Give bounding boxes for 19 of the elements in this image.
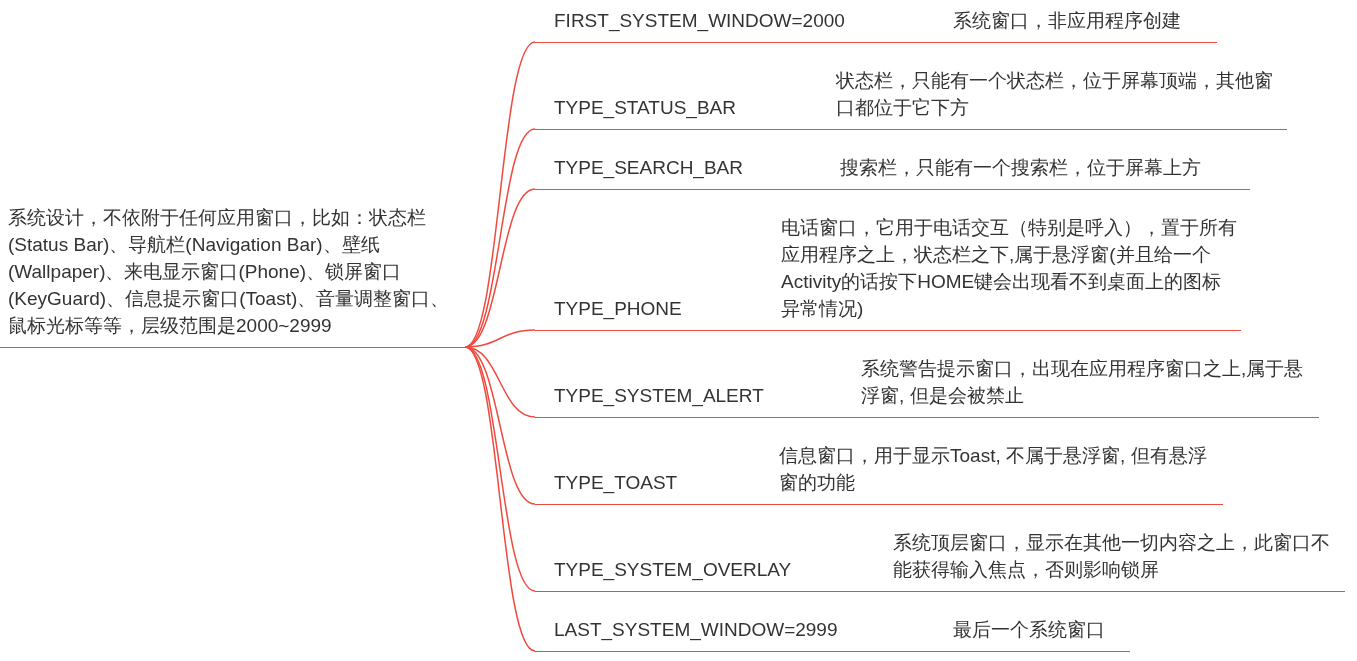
window-type-name: TYPE_SYSTEM_OVERLAY	[553, 558, 793, 583]
description-text: 搜索栏，只能有一个搜索栏，位于屏幕上方	[840, 156, 1202, 180]
description-text: 系统窗口，非应用程序创建	[953, 9, 1182, 33]
description-text: 系统顶层窗口，显示在其他一切内容之上，此窗口不能获得输入焦点，否则影响锁屏	[893, 531, 1331, 582]
description-text: 电话窗口，它用于电话交互（特别是呼入），置于所有应用程序之上，状态栏之下,属于悬浮窗(并且给一个Activity的话按下HOME键会出现看不到桌面上的图标异常情况)	[781, 216, 1238, 321]
description-text: 系统警告提示窗口，出现在应用程序窗口之上,属于悬浮窗, 但是会被禁止	[861, 357, 1305, 408]
window-type-name: TYPE_SEARCH_BAR	[553, 156, 744, 181]
window-type-name: FIRST_SYSTEM_WINDOW=2000	[553, 9, 846, 34]
topic-text: 系统设计，不依附于任何应用窗口，比如：状态栏(Status Bar)、导航栏(Navigation Bar)、壁纸(Wallpaper)、来电显示窗口(Phone)、锁屏窗口(KeyGuard)、信息提示窗口(Toast)、音量调整窗口、鼠标光标等等，层级范围是2000~2999	[8, 206, 451, 338]
branch-connector	[464, 346, 536, 652]
description-text: 状态栏，只能有一个状态栏，位于屏幕顶端，其他窗口都位于它下方	[836, 69, 1274, 120]
window-type-name: LAST_SYSTEM_WINDOW=2999	[553, 618, 839, 643]
window-type-name: TYPE_SYSTEM_ALERT	[553, 384, 765, 409]
window-type-name: TYPE_PHONE	[553, 297, 683, 322]
description-text: 信息窗口，用于显示Toast, 不属于悬浮窗, 但有悬浮窗的功能	[779, 444, 1208, 495]
branch-connector	[464, 346, 536, 505]
window-type-name: TYPE_STATUS_BAR	[553, 96, 737, 121]
description-text: 最后一个系统窗口	[953, 618, 1106, 642]
window-type-name: TYPE_TOAST	[553, 471, 679, 496]
